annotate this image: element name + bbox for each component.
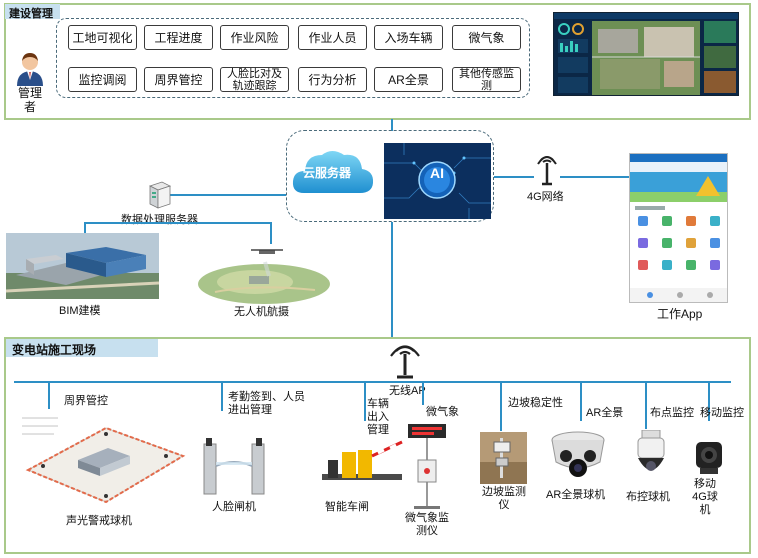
manager-label: 管理者 — [17, 86, 42, 114]
drop-vehicle — [364, 381, 366, 421]
slope-monitor-image — [480, 432, 527, 484]
data-server-icon — [148, 180, 172, 210]
link-branch-drone — [270, 222, 272, 248]
drop-slope — [500, 381, 502, 431]
mobile-device-label: 移动4G球机 — [692, 478, 718, 516]
module-ar-panorama[interactable]: AR全景 — [374, 67, 443, 92]
device-bus-line — [14, 381, 731, 383]
module-workers[interactable]: 作业人员 — [298, 25, 367, 50]
4g-network-label: 4G网络 — [527, 191, 564, 203]
drone-survey-image — [195, 244, 333, 306]
face-gate-image — [200, 436, 268, 496]
module-monitor-review[interactable]: 监控调阅 — [68, 67, 137, 92]
slope-device-label: 边坡监测仪 — [482, 486, 526, 511]
link-cloud-site — [391, 222, 393, 337]
module-perimeter-control[interactable]: 周界管控 — [144, 67, 213, 92]
dashboard-screen-image — [553, 12, 739, 96]
weather-title: 微气象 — [426, 406, 459, 418]
module-face-tracking[interactable]: 人脸比对及轨迹跟踪 — [220, 67, 289, 92]
ar-device-label: AR全景球机 — [546, 489, 606, 501]
substation-site-title: 变电站施工现场 — [6, 339, 158, 357]
construction-management-title: 建设管理 — [5, 4, 60, 20]
smart-gate-label: 智能车闸 — [325, 501, 369, 513]
micro-weather-device-label: 微气象监测仪 — [405, 512, 449, 537]
modules-container — [56, 18, 530, 98]
link-top-cloud — [391, 119, 393, 131]
module-micro-weather[interactable]: 微气象 — [452, 25, 521, 50]
substation-site-panel — [4, 337, 751, 554]
construction-management-panel — [4, 3, 751, 120]
fixed-dome-camera-image — [632, 430, 670, 486]
module-work-risk[interactable]: 作业风险 — [220, 25, 289, 50]
4g-antenna-icon — [534, 150, 560, 186]
fixed-device-label: 布控球机 — [626, 491, 670, 503]
perimeter-device-label: 声光警戒球机 — [66, 515, 132, 527]
perimeter-title: 周界管控 — [64, 395, 108, 407]
work-app-label: 工作App — [657, 307, 703, 321]
slope-title: 边坡稳定性 — [508, 397, 563, 409]
cloud-server-icon — [290, 143, 376, 201]
mobile-monitor-title: 移动监控 — [700, 407, 744, 419]
module-site-visualization[interactable]: 工地可视化 — [68, 25, 137, 50]
drop-fixed — [645, 381, 647, 429]
vehicle-title: 车辆出入管理 — [367, 398, 389, 436]
drop-weather — [422, 381, 424, 405]
smart-vehicle-gate-image — [318, 434, 404, 494]
wireless-ap-icon — [382, 341, 428, 381]
drone-label: 无人机航摄 — [234, 306, 289, 318]
perimeter-control-image — [18, 410, 188, 508]
link-server-branch — [84, 222, 272, 224]
ai-image — [384, 143, 491, 219]
module-other-sensors[interactable]: 其他传感监测 — [452, 67, 521, 92]
link-4g-app — [560, 176, 630, 178]
module-project-progress[interactable]: 工程进度 — [144, 25, 213, 50]
drop-mobile — [708, 381, 710, 421]
drop-attendance — [221, 381, 223, 411]
ar-title: AR全景 — [586, 407, 624, 419]
wireless-ap-label: 无线AP — [389, 385, 426, 397]
mobile-4g-camera-image — [692, 438, 726, 476]
bim-label: BIM建模 — [59, 305, 101, 317]
micro-weather-image — [404, 420, 450, 510]
drop-perimeter — [48, 381, 50, 409]
cloud-ai-container — [286, 130, 494, 222]
link-cloud-server — [160, 194, 286, 196]
work-app-phone-image — [629, 153, 728, 303]
link-branch-bim — [84, 222, 86, 234]
module-entering-vehicles[interactable]: 入场车辆 — [374, 25, 443, 50]
attendance-title: 考勤签到、人员进出管理 — [228, 391, 305, 416]
drop-ar — [580, 381, 582, 421]
cloud-server-label: 云服务器 — [303, 166, 352, 180]
link-cloud-4g — [494, 176, 534, 178]
module-behavior-analysis[interactable]: 行为分析 — [298, 67, 367, 92]
data-server-label: 数据处理服务器 — [121, 214, 198, 226]
fixed-monitor-title: 布点监控 — [650, 407, 694, 419]
bim-model-image — [6, 233, 159, 299]
ar-camera-image — [548, 428, 608, 484]
ai-label: AI — [430, 165, 444, 181]
face-gate-label: 人脸闸机 — [212, 501, 256, 513]
manager-person-icon — [14, 50, 46, 86]
